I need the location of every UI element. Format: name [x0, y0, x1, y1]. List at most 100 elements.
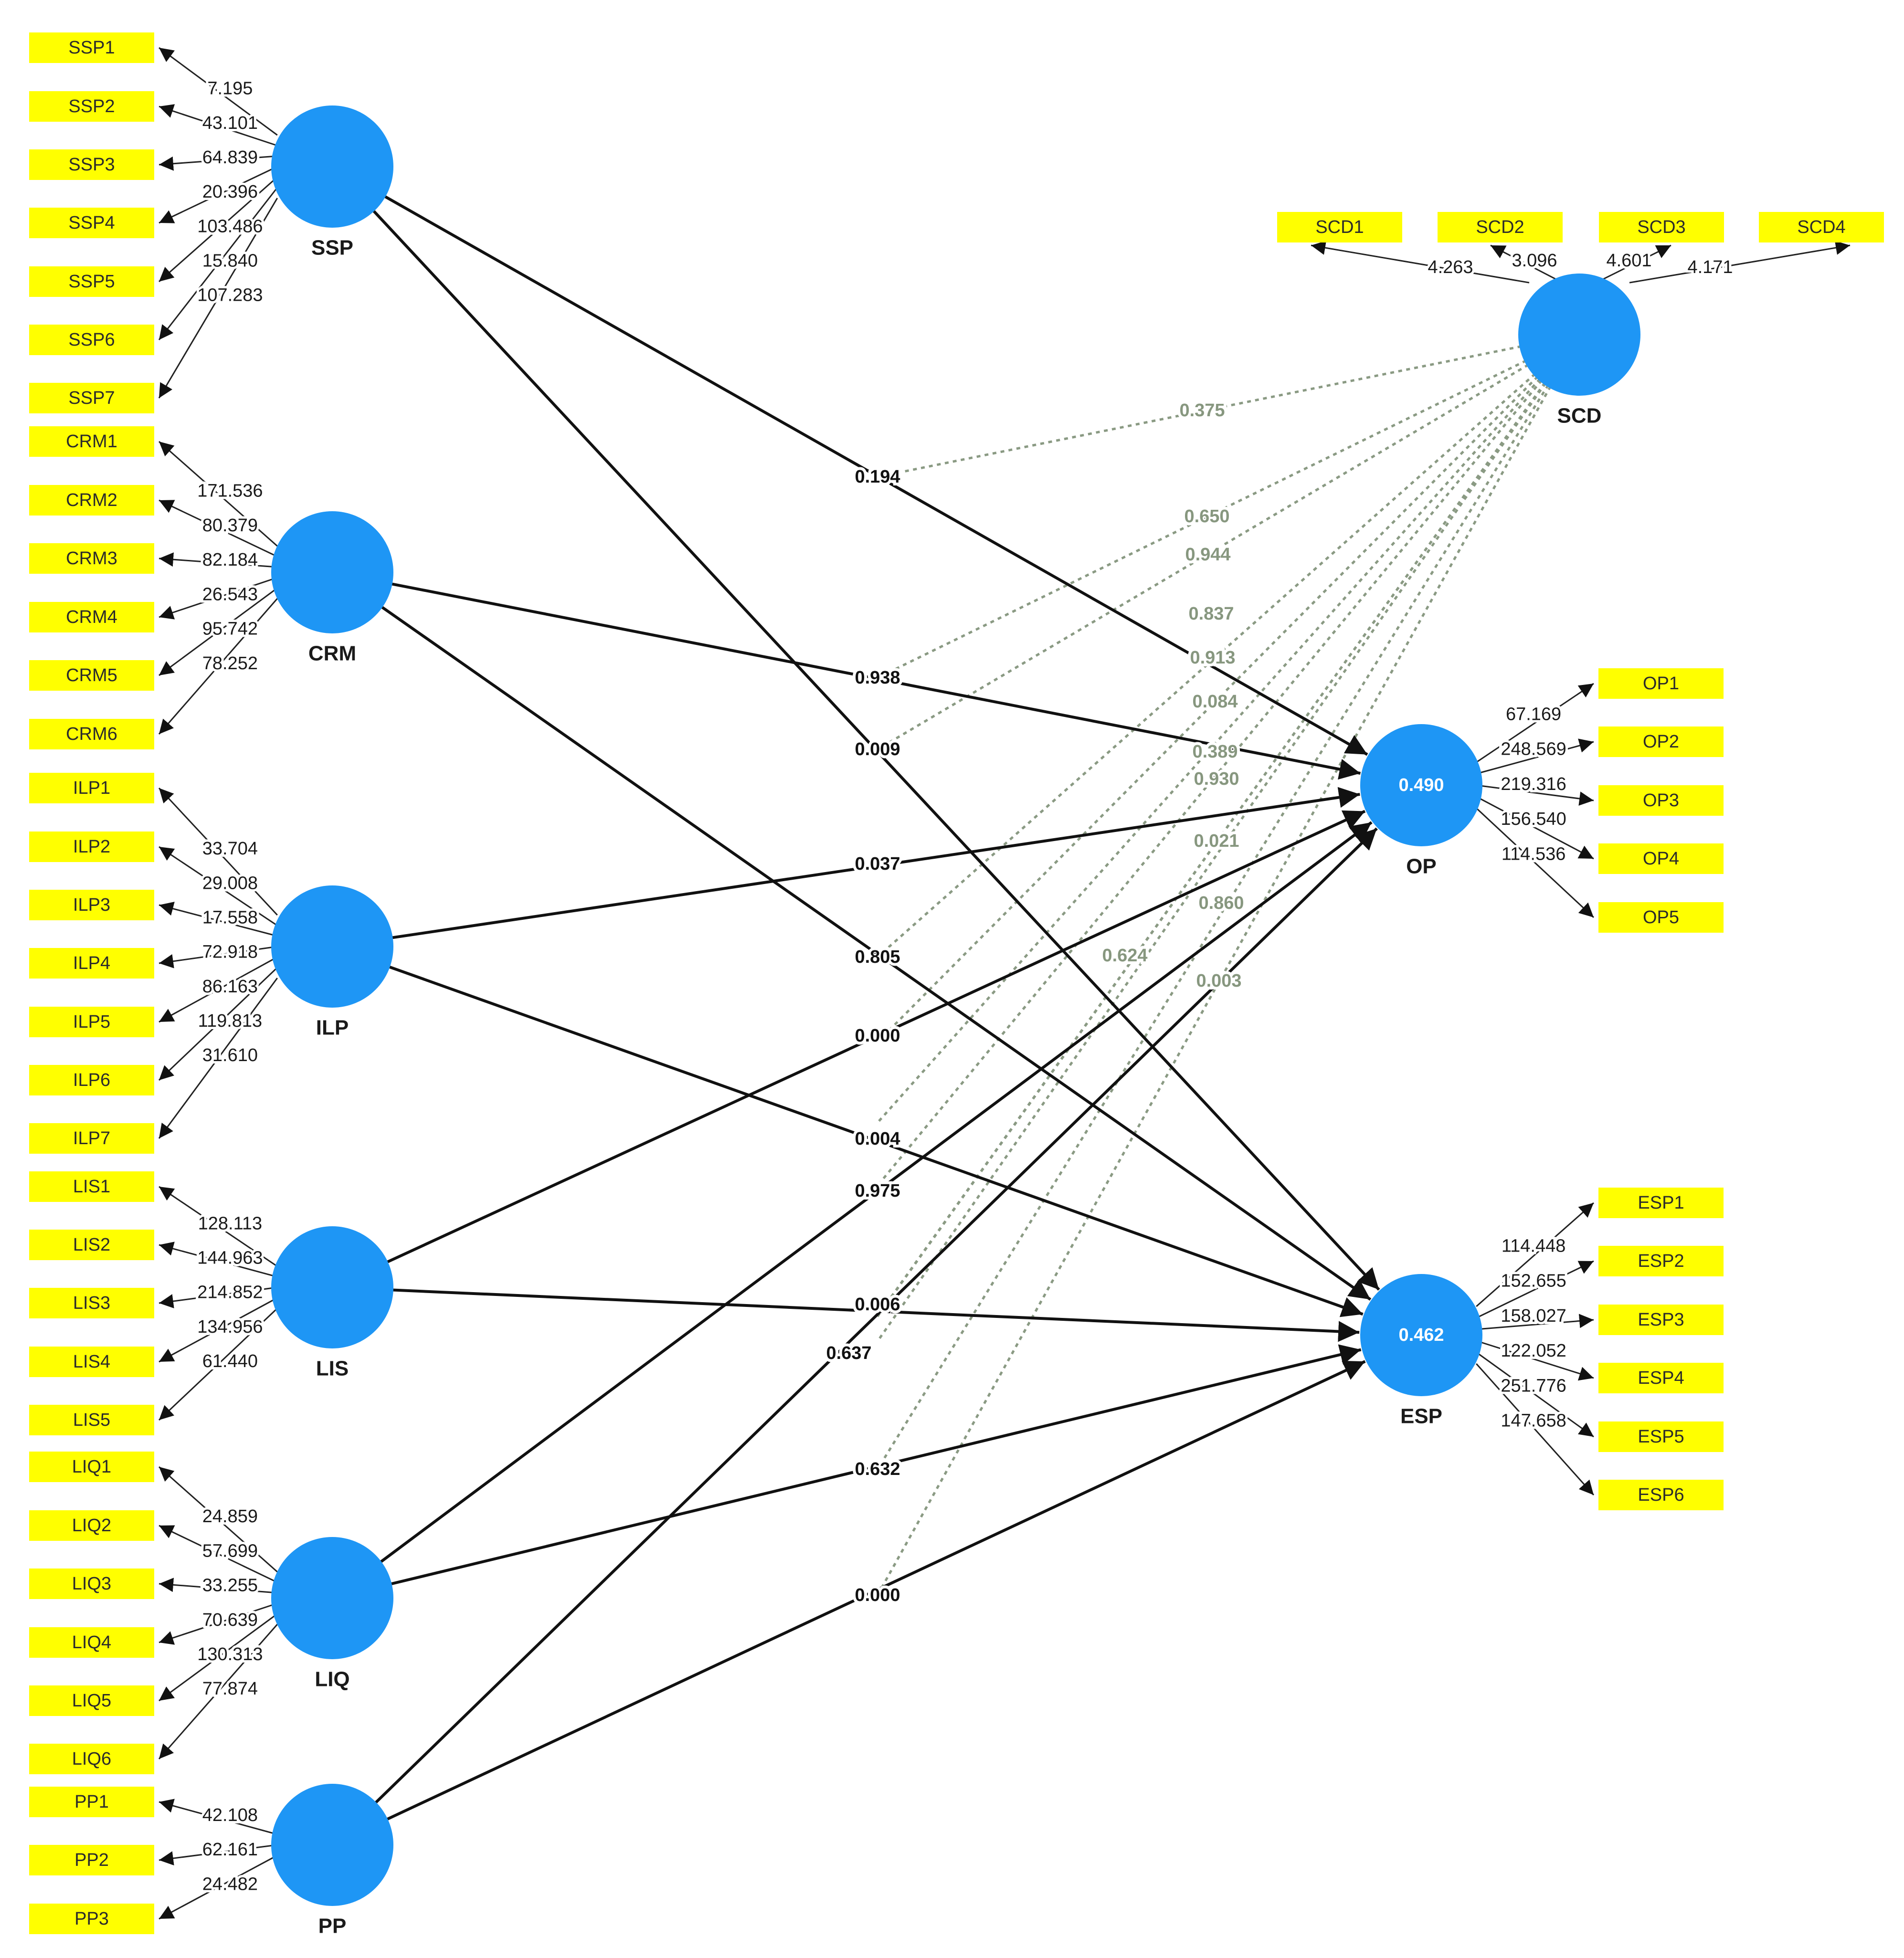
indicator-op1[interactable]	[1598, 668, 1724, 699]
indicator-label: LIQ4	[72, 1632, 111, 1653]
indicator-liq2[interactable]	[29, 1510, 154, 1541]
loading-line	[159, 166, 278, 224]
loading-line	[158, 978, 278, 1139]
indicator-ssp1[interactable]	[29, 32, 154, 63]
latent-liq[interactable]	[271, 1537, 393, 1659]
indicator-op5[interactable]	[1598, 902, 1724, 933]
indicator-scd4[interactable]	[1759, 212, 1884, 242]
moderation-line	[876, 369, 1556, 1342]
latent-ilp[interactable]	[271, 885, 393, 1008]
indicator-scd3[interactable]	[1599, 212, 1724, 242]
indicator-ilp2[interactable]	[29, 832, 154, 862]
indicator-scd2[interactable]	[1438, 212, 1563, 242]
indicator-esp3[interactable]	[1598, 1305, 1724, 1335]
latent-lis[interactable]	[271, 1226, 393, 1348]
indicator-label: SSP6	[68, 330, 115, 350]
measurement-paths	[158, 47, 1851, 1920]
outer-loading: 214.852	[197, 1283, 263, 1303]
outer-loading: 24.859	[202, 1506, 258, 1526]
indicator-label: CRM1	[66, 432, 117, 452]
indicator-esp5[interactable]	[1598, 1421, 1724, 1452]
indicator-crm4[interactable]	[29, 602, 154, 632]
indicator-label: ILP2	[73, 837, 110, 857]
indicator-ilp7[interactable]	[29, 1123, 154, 1154]
indicator-lis5[interactable]	[29, 1405, 154, 1435]
loading-line	[1476, 784, 1594, 806]
indicator-ssp6[interactable]	[29, 325, 154, 355]
indicator-ssp7[interactable]	[29, 383, 154, 413]
indicator-pp1[interactable]	[29, 1787, 154, 1817]
path-coefficient: 0.938	[855, 668, 900, 688]
latent-scd[interactable]	[1518, 274, 1640, 396]
indicator-label: OP1	[1643, 674, 1679, 694]
indicator-crm5[interactable]	[29, 660, 154, 691]
indicator-ssp5[interactable]	[29, 266, 154, 297]
indicator-lis3[interactable]	[29, 1288, 154, 1318]
loading-line	[159, 104, 278, 147]
outer-loading: 42.108	[202, 1805, 258, 1825]
loading-line	[159, 1844, 277, 1866]
loading-line	[1476, 1340, 1594, 1381]
loading-line	[1596, 244, 1671, 284]
indicator-ilp1[interactable]	[29, 773, 154, 803]
indicator-ssp2[interactable]	[29, 91, 154, 122]
latent-esp[interactable]	[1360, 1274, 1482, 1396]
indicator-ssp3[interactable]	[29, 149, 154, 180]
outer-loading: 158.027	[1501, 1306, 1566, 1326]
latent-label: OP	[1406, 855, 1437, 878]
loading-line	[159, 1578, 277, 1594]
path-coefficient: 0.000	[855, 1026, 900, 1046]
indicator-esp6[interactable]	[1598, 1480, 1724, 1510]
outer-loading: 33.704	[202, 839, 258, 859]
indicator-crm2[interactable]	[29, 485, 154, 516]
indicator-pp3[interactable]	[29, 1904, 154, 1934]
indicator-label: OP5	[1643, 907, 1679, 927]
indicator-ilp3[interactable]	[29, 890, 154, 920]
loading-line	[1476, 1260, 1594, 1319]
path-labels: 0.3750.6500.9440.8370.9130.0840.3890.930…	[195, 76, 1735, 1897]
latent-op[interactable]	[1360, 724, 1482, 846]
outer-loading: 4.263	[1428, 257, 1473, 277]
indicator-liq1[interactable]	[29, 1452, 154, 1482]
indicator-label: ESP6	[1638, 1485, 1684, 1505]
indicator-ilp4[interactable]	[29, 948, 154, 979]
indicator-pp2[interactable]	[29, 1845, 154, 1875]
indicator-op2[interactable]	[1598, 726, 1724, 757]
indicator-label: CRM2	[66, 490, 117, 510]
indicator-ilp6[interactable]	[29, 1065, 154, 1095]
indicator-crm3[interactable]	[29, 543, 154, 574]
indicator-lis2[interactable]	[29, 1230, 154, 1260]
moderation-paths	[876, 342, 1560, 1596]
indicator-lis1[interactable]	[29, 1171, 154, 1202]
loading-line	[158, 187, 278, 340]
indicator-ssp4[interactable]	[29, 208, 154, 238]
structural-path-crm-to-esp	[380, 605, 1372, 1301]
structural-path-crm-to-op	[390, 582, 1361, 780]
indicator-esp4[interactable]	[1598, 1363, 1724, 1393]
latent-pp[interactable]	[271, 1784, 393, 1906]
indicator-label: SSP4	[68, 213, 115, 233]
loading-line	[1476, 807, 1595, 918]
outer-loading: 67.169	[1506, 705, 1561, 725]
indicator-liq6[interactable]	[29, 1744, 154, 1774]
indicator-liq5[interactable]	[29, 1685, 154, 1716]
indicator-label: ILP3	[73, 895, 110, 915]
indicator-esp1[interactable]	[1598, 1188, 1724, 1218]
indicator-crm1[interactable]	[29, 426, 154, 457]
latent-ssp[interactable]	[271, 105, 393, 228]
indicator-crm6[interactable]	[29, 719, 154, 749]
indicator-op4[interactable]	[1598, 843, 1724, 874]
loading-line	[159, 1466, 278, 1573]
indicator-scd1[interactable]	[1277, 212, 1402, 242]
indicator-lis4[interactable]	[29, 1347, 154, 1377]
outer-loading: 77.874	[202, 1679, 258, 1699]
loading-line	[1476, 1314, 1594, 1330]
indicator-ilp5[interactable]	[29, 1007, 154, 1037]
indicator-op3[interactable]	[1598, 785, 1724, 816]
indicator-liq3[interactable]	[29, 1569, 154, 1599]
model-nodes: SSP1SSP2SSP3SSP4SSP5SSP6SSP7CRM1CRM2CRM3…	[29, 32, 1884, 1938]
latent-crm[interactable]	[271, 511, 393, 633]
indicator-esp2[interactable]	[1598, 1246, 1724, 1276]
indicator-liq4[interactable]	[29, 1627, 154, 1658]
loading-line	[159, 1854, 278, 1920]
